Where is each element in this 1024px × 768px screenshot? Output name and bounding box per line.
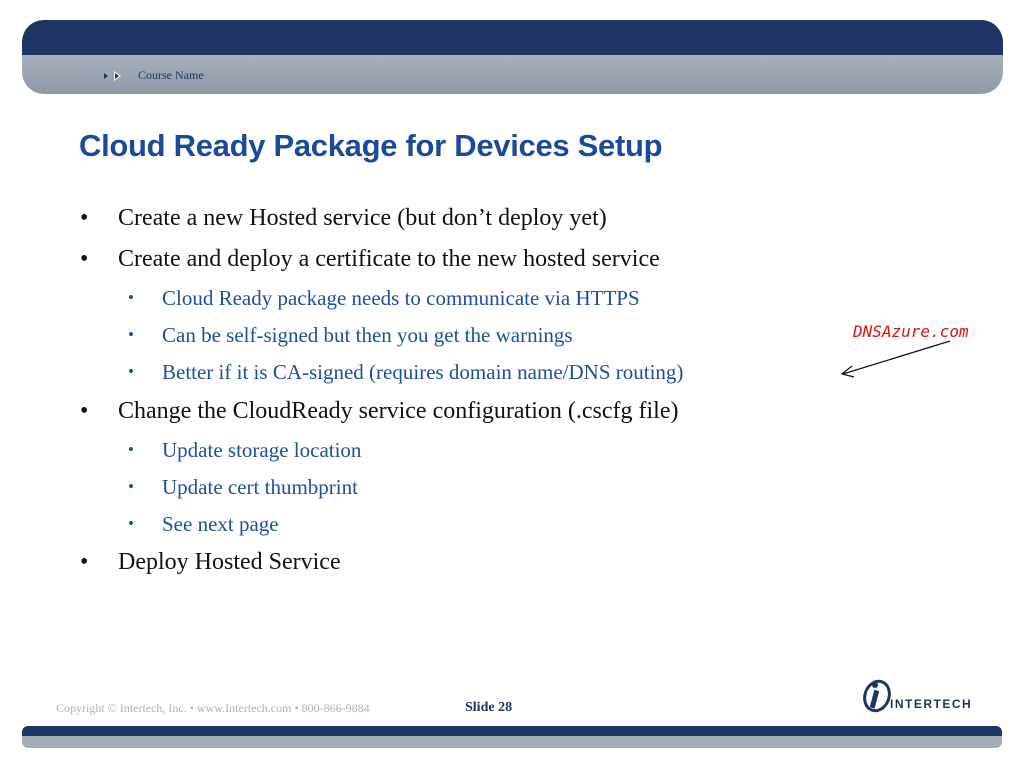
footer-bar-dark <box>22 726 1002 736</box>
bullet-dot: • <box>128 288 134 307</box>
header-bar-dark <box>22 20 1003 55</box>
bullet-dot: • <box>80 205 89 231</box>
bullet-text: Create a new Hosted service (but don’t d… <box>118 205 607 231</box>
bullet-dot: • <box>80 246 89 272</box>
sub-bullet-text: See next page <box>162 512 279 536</box>
header-bar <box>22 20 1003 94</box>
sub-bullet-text: Update storage location <box>162 438 362 462</box>
header-bar-light <box>22 55 1003 94</box>
bullet-text: Deploy Hosted Service <box>118 549 341 575</box>
bullet-dot: • <box>128 325 134 344</box>
bullet-dot: • <box>128 362 134 381</box>
footer-bar <box>22 726 1002 748</box>
slide-number: Slide 28 <box>465 700 513 715</box>
sub-bullet-text: Cloud Ready package needs to communicate… <box>162 286 640 310</box>
copyright-text: Copyright © Intertech, Inc. • www.Intert… <box>56 701 370 715</box>
double-arrow-icon <box>104 70 121 81</box>
sub-bullet-text: Update cert thumbprint <box>162 475 358 499</box>
bullet-text: Create and deploy a certificate to the n… <box>118 246 660 272</box>
course-breadcrumb: Course Name <box>102 68 204 83</box>
footer-bar-light <box>22 736 1002 748</box>
bullet-dot: • <box>80 549 89 575</box>
sub-bullet-text: Can be self-signed but then you get the … <box>162 323 573 347</box>
bullet-dot: • <box>128 514 134 533</box>
logo-text: INTERTECH <box>890 697 973 711</box>
slide-title: Cloud Ready Package for Devices Setup <box>79 128 663 163</box>
bullet-dot: • <box>128 440 134 459</box>
dns-annotation: DNSAzure.com <box>853 322 969 341</box>
bullet-dot: • <box>128 477 134 496</box>
bullet-dot: • <box>80 398 89 424</box>
sub-bullet-text: Better if it is CA-signed (requires doma… <box>162 360 684 384</box>
course-name: Course Name <box>138 68 204 82</box>
intertech-logo-icon <box>863 679 891 713</box>
bullet-text: Change the CloudReady service configurat… <box>118 398 679 424</box>
